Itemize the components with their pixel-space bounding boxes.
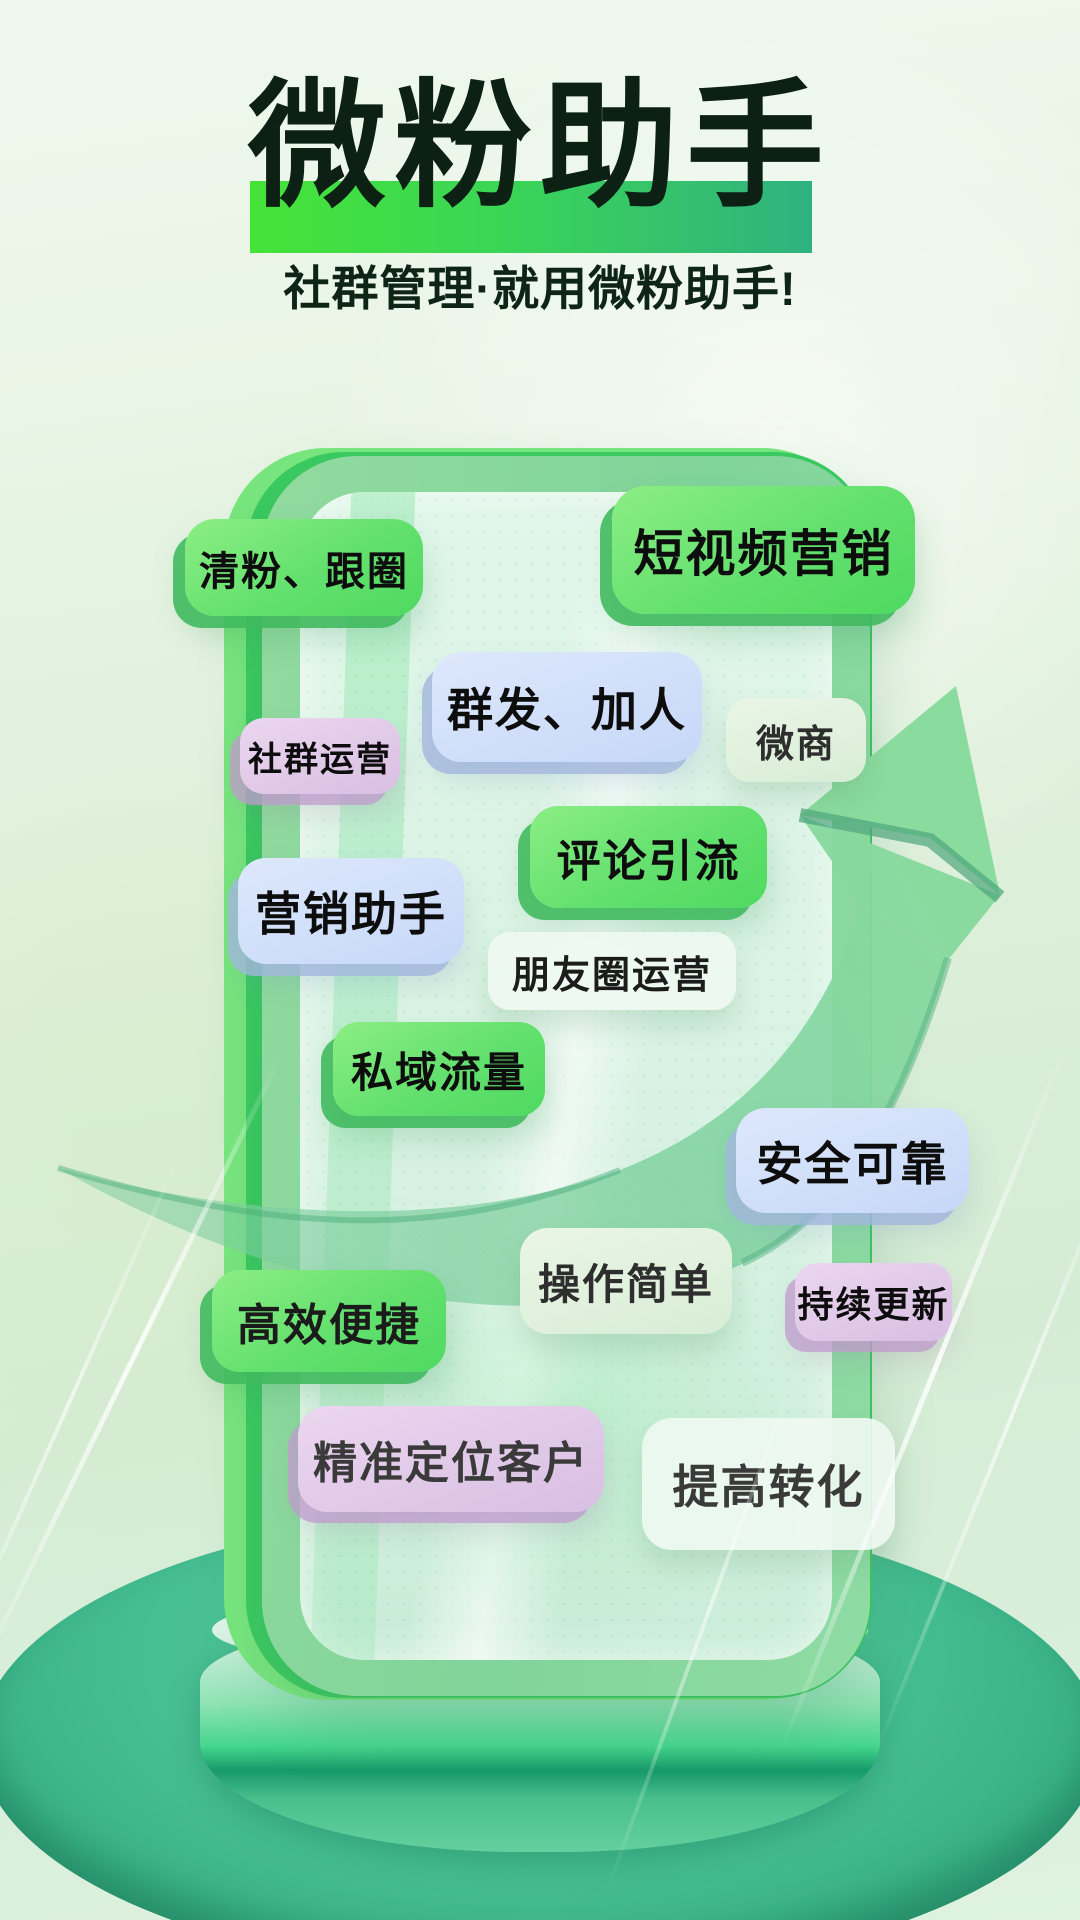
tag-marketing-assistant: 营销助手: [238, 858, 464, 964]
tag-private-traffic: 私域流量: [333, 1022, 545, 1116]
poster-title: 微粉助手: [247, 70, 832, 224]
title-highlight-bar: [250, 181, 812, 253]
tag-moments-operation: 朋友圈运营: [488, 932, 736, 1010]
tag-bulk-send-add-people: 群发、加人: [432, 652, 702, 762]
poster-subtitle: 社群管理·就用微粉助手!: [283, 262, 797, 315]
tag-wechat-business: 微商: [726, 698, 866, 782]
tag-clean-fans: 清粉、跟圈: [185, 519, 423, 616]
tag-safe-reliable: 安全可靠: [736, 1108, 969, 1213]
tag-efficient-convenient: 高效便捷: [212, 1270, 446, 1372]
tag-comment-traffic: 评论引流: [530, 806, 767, 908]
tag-continuous-update: 持续更新: [795, 1263, 952, 1341]
tag-precise-targeting: 精准定位客户: [298, 1406, 604, 1512]
tag-short-video-marketing: 短视频营销: [612, 486, 915, 614]
tag-easy-operation: 操作简单: [520, 1228, 732, 1334]
tag-community-operation: 社群运营: [240, 718, 400, 794]
